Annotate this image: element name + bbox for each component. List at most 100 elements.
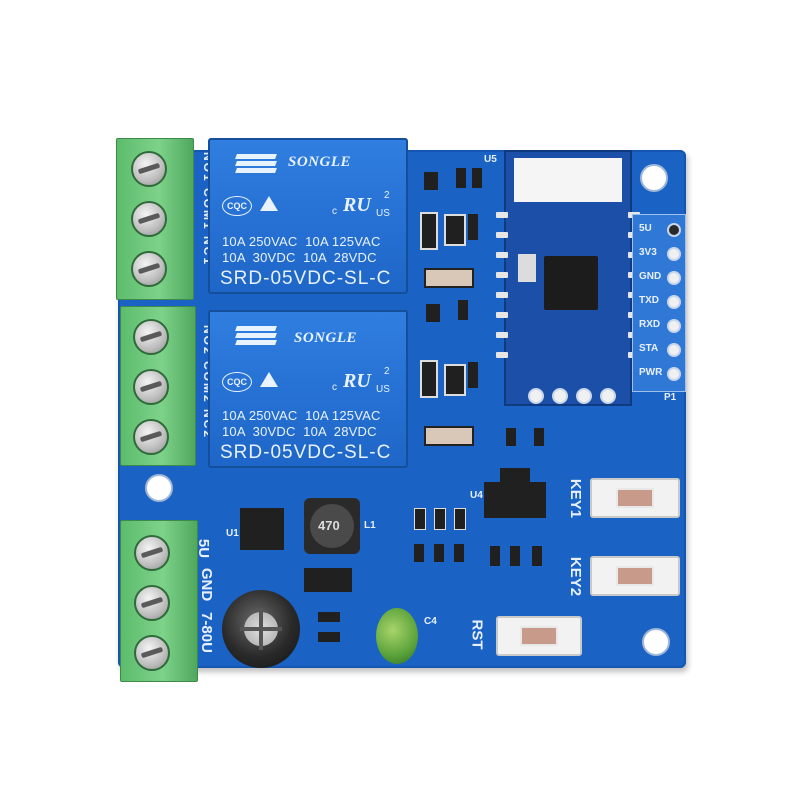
- led: [444, 214, 466, 246]
- resistor: [414, 544, 424, 562]
- capacitor-small: [510, 546, 520, 566]
- u1-label: U1: [226, 528, 239, 539]
- relay-model: SRD-05VDC-SL-C: [220, 268, 392, 289]
- resistor: [318, 612, 340, 622]
- transistor: [424, 172, 438, 190]
- capacitor-small: [534, 428, 544, 446]
- header-pin-label: TXD: [639, 295, 659, 306]
- status-led: [434, 508, 446, 530]
- status-led: [454, 508, 466, 530]
- mounting-hole: [640, 164, 668, 192]
- header-pin-label: 3V3: [639, 247, 657, 258]
- rst-button[interactable]: [496, 616, 582, 656]
- capacitor-small: [490, 546, 500, 566]
- terminal-block-relay2: [120, 306, 196, 466]
- rst-label: RST: [468, 619, 486, 650]
- module-pin: [576, 388, 592, 404]
- terminal-block-power: [120, 520, 198, 682]
- header-pin-label: PWR: [639, 367, 663, 378]
- terminal-screw: [134, 535, 170, 571]
- resistor: [434, 544, 444, 562]
- schottky-diode: [304, 568, 352, 592]
- header-pin-label: 5U: [639, 223, 652, 234]
- diode: [420, 212, 438, 250]
- mounting-hole: [145, 474, 173, 502]
- resistor: [456, 168, 466, 188]
- u5-label: U5: [484, 154, 497, 165]
- ul-c-mark: c: [332, 382, 337, 393]
- relay-spec-row1: 10A 250VAC 10A 125VAC: [222, 408, 381, 423]
- module-pad: [496, 212, 508, 218]
- resistor: [468, 214, 478, 240]
- key2-label: KEY2: [567, 556, 585, 597]
- relay-model: SRD-05VDC-SL-C: [220, 442, 392, 463]
- key2-button-cap: [616, 566, 654, 586]
- module-pad: [496, 332, 508, 338]
- module-pad: [496, 352, 508, 358]
- mounting-hole: [642, 628, 670, 656]
- relay-brand: SONGLE: [288, 154, 352, 170]
- relay-spec-row1: 10A 250VAC 10A 125VAC: [222, 234, 381, 249]
- relay-spec-row2: 10A 30VDC 10A 28VDC: [222, 424, 377, 439]
- key1-button-cap: [616, 488, 654, 508]
- header-pin-hole: [667, 223, 681, 237]
- buck-ic: [240, 508, 284, 550]
- c4-label: C4: [424, 616, 437, 627]
- header-pin-hole: [667, 343, 681, 357]
- header-pin-hole: [667, 295, 681, 309]
- key1-button[interactable]: [590, 478, 680, 518]
- header-pin-hole: [667, 367, 681, 381]
- terminal-screw: [131, 151, 167, 187]
- wireless-module: [496, 150, 640, 406]
- status-led: [414, 508, 426, 530]
- inductor: 470: [304, 498, 360, 554]
- l1-label: L1: [364, 520, 376, 531]
- resistor: [318, 632, 340, 642]
- resistor: [454, 544, 464, 562]
- crystal: [518, 254, 536, 282]
- ul-2-mark: 2: [384, 190, 390, 201]
- terminal-screw: [134, 585, 170, 621]
- header-pin-label: STA: [639, 343, 659, 354]
- module-chip: [544, 256, 598, 310]
- terminal-screw: [133, 369, 169, 405]
- inductor-value: 470: [318, 518, 340, 533]
- led: [444, 364, 466, 396]
- voltage-regulator: [484, 482, 546, 518]
- relay-brand: SONGLE: [294, 330, 358, 346]
- antenna-icon: [514, 158, 622, 202]
- power-5v-label: 5U: [195, 538, 213, 559]
- key2-button[interactable]: [590, 556, 680, 596]
- terminal-screw: [133, 419, 169, 455]
- header-pin-hole: [667, 319, 681, 333]
- terminal-screw: [131, 251, 167, 287]
- module-pad: [496, 292, 508, 298]
- transistor: [426, 304, 440, 322]
- capacitor-small: [532, 546, 542, 566]
- module-pad: [496, 232, 508, 238]
- relay-1: SONGLE CQC c RU 2 US 10A 250VAC 10A 125V…: [208, 138, 408, 294]
- warning-triangle-icon: [260, 196, 278, 211]
- relay-2: SONGLE CQC c RU 2 US 10A 250VAC 10A 125V…: [208, 310, 408, 468]
- module-pad: [496, 252, 508, 258]
- header-p1[interactable]: 5U 3V3 GND TXD RXD STA PWR: [632, 214, 686, 392]
- regulator-tab: [500, 468, 530, 482]
- capacitor: [424, 426, 474, 446]
- songle-logo-icon: [235, 324, 277, 350]
- module-pad: [496, 272, 508, 278]
- ul-mark: RU: [343, 370, 371, 392]
- module-pad: [496, 312, 508, 318]
- resistor: [468, 362, 478, 388]
- electrolytic-capacitor: [222, 590, 300, 668]
- cqc-mark: CQC: [222, 196, 252, 216]
- ul-mark: RU: [343, 194, 371, 216]
- rst-button-cap: [520, 626, 558, 646]
- warning-triangle-icon: [260, 372, 278, 387]
- capacitor: [424, 268, 474, 288]
- header-pin-hole: [667, 271, 681, 285]
- terminal-block-relay1: [116, 138, 194, 300]
- header-label: P1: [664, 392, 677, 403]
- module-pin: [528, 388, 544, 404]
- ul-2-mark: 2: [384, 366, 390, 377]
- module-pin: [600, 388, 616, 404]
